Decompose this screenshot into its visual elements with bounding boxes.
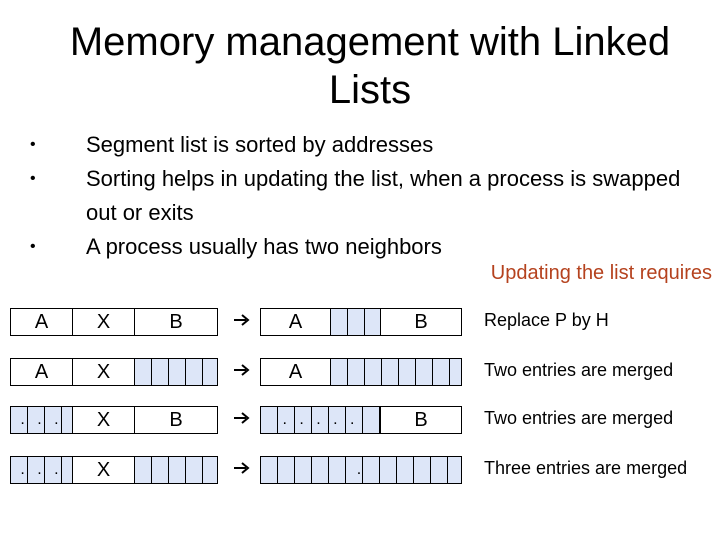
merge-row-3: . . . X B . . . . . B Two entries are me… xyxy=(10,406,710,436)
right-arrow-icon xyxy=(234,314,250,326)
after-strip: . xyxy=(260,456,462,484)
row-description: Three entries are merged xyxy=(484,458,688,478)
bullet-list: • Segment list is sorted by addresses • … xyxy=(28,128,708,264)
after-strip: . . . . . B xyxy=(260,406,462,434)
segment-process-x: X xyxy=(72,456,134,484)
bullet-item-1: • Segment list is sorted by addresses xyxy=(28,128,708,162)
segment-hole xyxy=(330,308,380,336)
after-strip: A xyxy=(260,358,462,386)
segment-hole: . xyxy=(260,456,462,484)
bullet-item-2: • Sorting helps in updating the list, wh… xyxy=(28,162,708,230)
segment-process-a: A xyxy=(10,308,72,336)
bullet-text: A process usually has two neighbors xyxy=(86,234,442,259)
segment-process-x: X xyxy=(72,308,134,336)
merge-row-2: A X A Two entries are merged xyxy=(10,358,710,388)
row-description: Two entries are merged xyxy=(484,360,674,380)
segment-process-a: A xyxy=(260,308,330,336)
segment-hole: . . . . . xyxy=(260,406,380,434)
right-arrow-icon xyxy=(234,412,250,424)
segment-process-a: A xyxy=(260,358,330,386)
slide-title: Memory management with Linked Lists xyxy=(69,20,671,112)
after-strip: A B xyxy=(260,308,462,336)
segment-process-a: A xyxy=(10,358,72,386)
bullet-item-3: • A process usually has two neighbors xyxy=(28,230,708,264)
merge-row-1: A X B A B Replace P by H xyxy=(10,308,710,338)
merge-row-4: . . . X . Three entries are merged xyxy=(10,456,710,486)
updating-label: Updating the list requires xyxy=(490,262,712,284)
before-strip: . . . X B xyxy=(10,406,218,434)
bullet-marker: • xyxy=(30,238,36,255)
row-description: Replace P by H xyxy=(484,310,609,330)
segment-process-b: B xyxy=(134,308,218,336)
bullet-marker: • xyxy=(30,170,36,187)
segment-process-x: X xyxy=(72,358,134,386)
segment-process-b: B xyxy=(134,406,218,434)
segment-hole: . . . xyxy=(10,406,72,434)
segment-hole xyxy=(134,456,218,484)
segment-process-x: X xyxy=(72,406,134,434)
segment-hole xyxy=(330,358,462,386)
before-strip: A X xyxy=(10,358,218,386)
bullet-marker: • xyxy=(30,136,36,153)
bullet-text: Segment list is sorted by addresses xyxy=(86,132,434,157)
before-strip: . . . X xyxy=(10,456,218,484)
segment-process-b: B xyxy=(380,308,462,336)
row-description: Two entries are merged xyxy=(484,408,674,428)
segment-hole: . . . xyxy=(10,456,72,484)
right-arrow-icon xyxy=(234,364,250,376)
before-strip: A X B xyxy=(10,308,218,336)
bullet-text: Sorting helps in updating the list, when… xyxy=(86,166,681,225)
segment-process-b: B xyxy=(380,406,462,434)
segment-hole xyxy=(134,358,218,386)
right-arrow-icon xyxy=(234,462,250,474)
